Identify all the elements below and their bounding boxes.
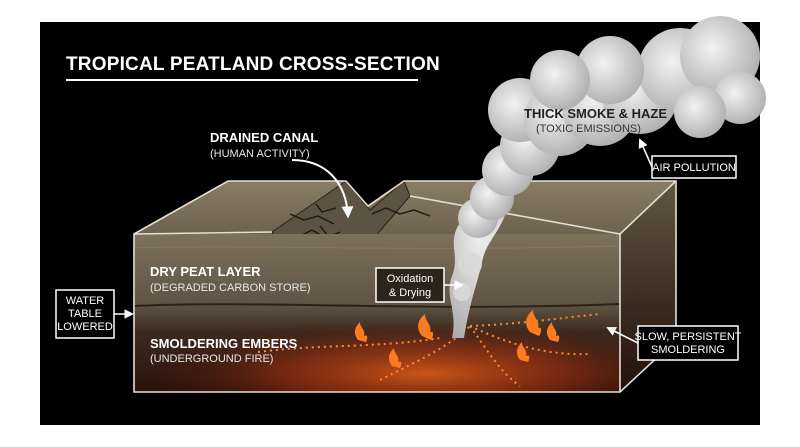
smoke-plume: [449, 16, 766, 338]
flame-icons: [354, 310, 560, 368]
smoldering-arrow: [606, 327, 639, 344]
flame-icon: [546, 322, 560, 342]
water-table-box: [55, 289, 115, 339]
peat-strata-line: [133, 245, 621, 249]
canal-label-sub: (HUMAN ACTIVITY): [210, 148, 310, 160]
smoldering-text-1: SLOW, PERSISTENT: [635, 331, 742, 343]
peat-label-sub: (DEGRADED CARBON STORE): [150, 282, 311, 294]
water-table-line: [133, 303, 621, 308]
canal-arrow: [291, 159, 354, 219]
block-outline: [133, 180, 677, 393]
flame-icon: [526, 310, 542, 336]
oxidation-box: [375, 267, 445, 303]
flame-icon: [418, 314, 434, 340]
smoke-label-heading: THICK SMOKE & HAZE: [524, 106, 667, 121]
flame-icon: [516, 342, 530, 362]
oxidation-text-1: Oxidation: [387, 273, 433, 285]
diagram-title: TROPICAL PEATLAND CROSS-SECTION: [66, 54, 440, 75]
peat-top-surface: [134, 181, 676, 234]
smoldering-box: [637, 325, 739, 361]
flame-icon: [388, 348, 402, 368]
peat-label-heading: DRY PEAT LAYER: [150, 264, 261, 279]
air-pollution-text: AIR POLLUTION: [652, 162, 736, 174]
ember-glow: [134, 300, 620, 392]
embers-label-sub: (UNDERGROUND FIRE): [150, 353, 273, 365]
oxidation-text-2: & Drying: [389, 287, 431, 299]
smoldering-text-2: SMOLDERING: [651, 344, 725, 356]
embers-label-heading: SMOLDERING EMBERS: [150, 336, 298, 351]
water-table-text-3: LOWERED: [57, 321, 113, 333]
water-table-text-1: WATER: [66, 295, 105, 307]
flame-icon: [354, 322, 368, 342]
smoke-label-sub: (TOXIC EMISSIONS): [536, 123, 641, 135]
air-pollution-arrow: [638, 138, 653, 168]
canal-label-heading: DRAINED CANAL: [210, 130, 318, 145]
water-table-text-2: TABLE: [68, 308, 102, 320]
